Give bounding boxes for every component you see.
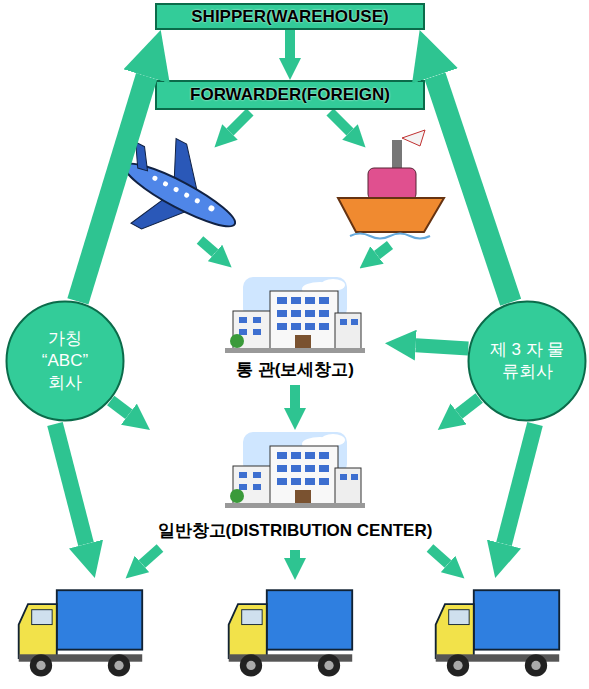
- circle-outline: [467, 300, 587, 422]
- airplane-icon: [101, 123, 257, 267]
- building-icon: [225, 430, 365, 510]
- transport-arrow: [55, 112, 535, 564]
- building-icon: [225, 275, 365, 355]
- process-box: FORWARDER(FOREIGN): [155, 80, 425, 110]
- flow-arrow: [111, 401, 129, 415]
- warehouse-node: 일반창고(DISTRIBUTION CENTER): [112, 430, 478, 546]
- truck-icon: [19, 590, 143, 676]
- node-label: 가칭 “ABC” 회사: [33, 328, 97, 394]
- company-circle: 제 3 자 물류회사: [467, 300, 587, 422]
- flow-arrow: [435, 76, 511, 302]
- flow-arrow: [78, 76, 147, 301]
- node-label: 제 3 자 물류회사: [485, 339, 569, 383]
- flow-arrow: [285, 30, 295, 58]
- warehouse-node: 통 관(보세창고): [205, 275, 385, 385]
- flow-arrow: [290, 385, 300, 408]
- truck-icon: [436, 590, 560, 676]
- company-circle: 가칭 “ABC” 회사: [5, 300, 125, 422]
- ship-icon: [338, 130, 444, 239]
- process-box: SHIPPER(WAREHOUSE): [155, 3, 425, 30]
- node-label: 일반창고(DISTRIBUTION CENTER): [112, 519, 478, 542]
- node-label: SHIPPER(WAREHOUSE): [191, 7, 388, 27]
- node-label: FORWARDER(FOREIGN): [190, 85, 390, 105]
- node-label: 통 관(보세창고): [205, 358, 385, 381]
- truck-icon: [229, 590, 353, 676]
- flow-arrow: [459, 398, 480, 414]
- flow-arrow: [416, 345, 469, 348]
